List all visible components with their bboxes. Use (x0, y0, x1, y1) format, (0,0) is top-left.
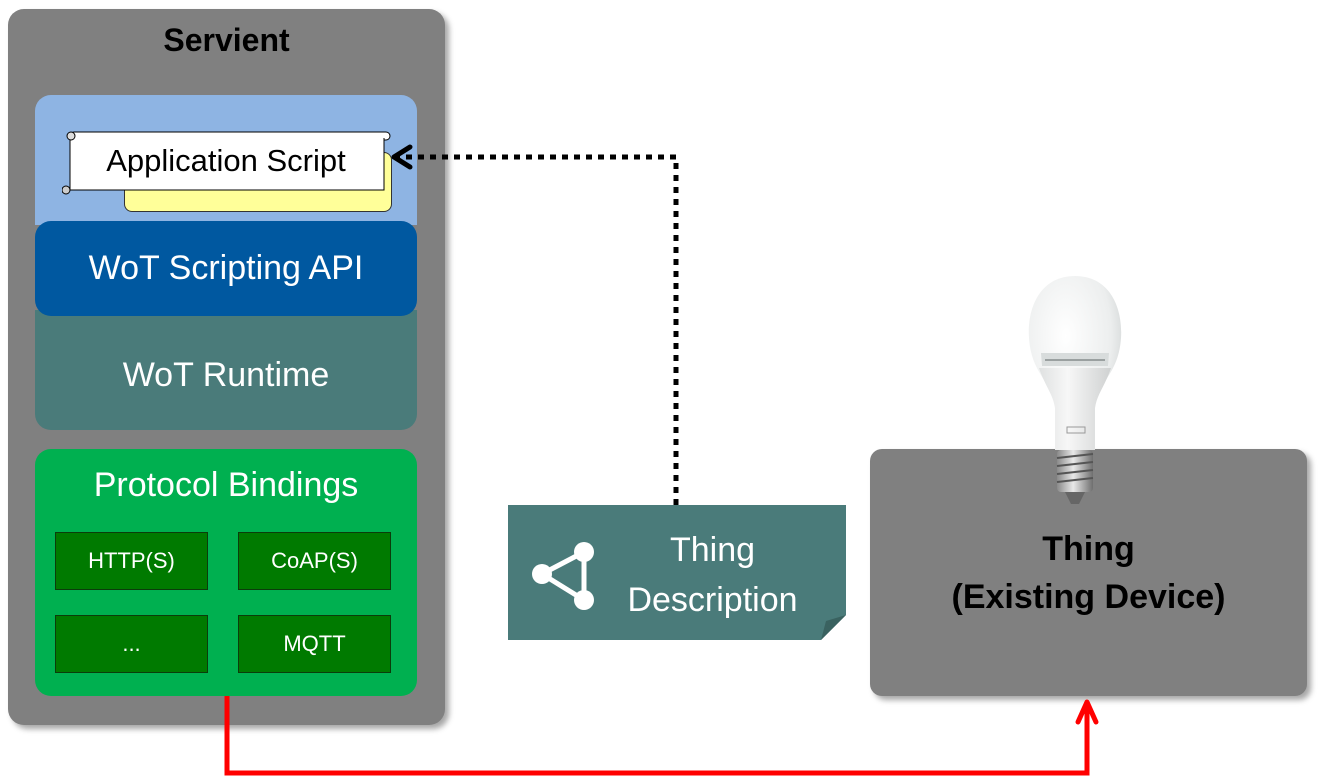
binding-mqtt: MQTT (238, 615, 391, 673)
binding-coap-label: CoAP(S) (271, 548, 358, 573)
application-script-label: Application Script (106, 143, 346, 178)
thing-description-label: Thing Description (600, 525, 825, 625)
binding-mqtt-label: MQTT (283, 631, 346, 656)
binding-http: HTTP(S) (55, 532, 208, 590)
wot-runtime-label: WoT Runtime (122, 355, 330, 394)
binding-http-label: HTTP(S) (88, 548, 175, 573)
thing-description-line1: Thing (669, 531, 756, 569)
thing-label-line1: Thing (1042, 530, 1135, 568)
thing-label: Thing (Existing Device) (870, 525, 1307, 621)
arrowhead-thing (1075, 699, 1099, 725)
share-graph-icon (532, 542, 594, 610)
dotted-connector-td-to-script (398, 154, 679, 505)
scroll-icon (62, 131, 391, 195)
arrowhead-script (391, 144, 413, 170)
binding-coap: CoAP(S) (238, 532, 391, 590)
binding-other-label: ... (122, 631, 141, 656)
binding-other: ... (55, 615, 208, 673)
thing-description-card (508, 505, 846, 640)
light-bulb-image (1028, 276, 1122, 504)
thing-label-line2: (Existing Device) (951, 578, 1226, 616)
red-connector-bindings-to-thing (224, 696, 1090, 776)
thing-description-line2: Description (627, 581, 798, 619)
wot-scripting-api-layer: WoT Scripting API (35, 221, 417, 316)
servient-title: Servient (163, 22, 290, 58)
wot-runtime-layer: WoT Runtime (35, 310, 417, 430)
wot-scripting-api-label: WoT Scripting API (88, 249, 364, 287)
protocol-bindings-title: Protocol Bindings (93, 466, 359, 504)
